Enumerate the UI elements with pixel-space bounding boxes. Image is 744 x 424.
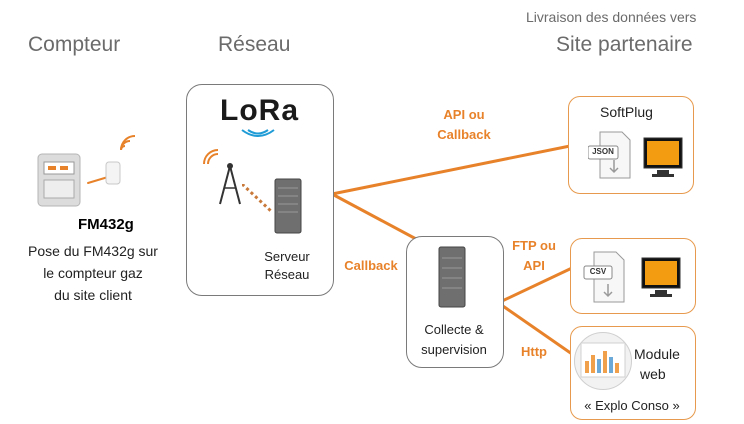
collecte-label-line2: supervision bbox=[421, 342, 487, 357]
label-api-callback: API ou Callback bbox=[424, 105, 504, 145]
lora-logo: LoRa bbox=[220, 94, 299, 128]
link-reseau-collecte bbox=[330, 192, 420, 242]
label-ftp-api-line1: FTP ou bbox=[512, 238, 556, 253]
lora-waves-icon bbox=[236, 128, 280, 140]
fm432g-sensor-icon bbox=[104, 160, 122, 186]
server-label-line2: Réseau bbox=[264, 267, 310, 282]
module-web-line1: Module bbox=[634, 346, 680, 362]
server-label-line1: Serveur bbox=[264, 249, 310, 264]
reseau-box bbox=[186, 84, 334, 296]
wifi-signal-icon bbox=[118, 134, 138, 154]
module-web-label: Module web bbox=[634, 344, 680, 384]
collecte-label-line1: Collecte & bbox=[424, 322, 484, 337]
label-ftp-api-line2: API bbox=[523, 258, 545, 273]
collecte-label: Collecte & supervision bbox=[408, 320, 500, 360]
module-web-line2: web bbox=[640, 366, 666, 382]
gas-meter-icon bbox=[34, 150, 86, 210]
explo-conso-screenshot-icon bbox=[574, 332, 632, 390]
link-collecte-module bbox=[498, 302, 574, 356]
column-subtitle-livraison: Livraison des données vers bbox=[526, 9, 697, 25]
column-title-compteur: Compteur bbox=[28, 33, 121, 56]
device-desc-line1: Pose du FM432g sur bbox=[28, 243, 158, 259]
label-api-callback-line1: API ou bbox=[443, 107, 485, 122]
link-reseau-softplug bbox=[330, 144, 572, 196]
network-server-icon bbox=[274, 178, 302, 234]
collecte-server-icon bbox=[438, 246, 466, 308]
link-collecte-csv bbox=[498, 266, 574, 304]
device-name: FM432g bbox=[78, 216, 134, 233]
label-api-callback-line2: Callback bbox=[437, 127, 491, 142]
label-ftp-api: FTP ou API bbox=[506, 236, 562, 276]
json-tag: JSON bbox=[592, 147, 614, 156]
column-title-site-partenaire: Site partenaire bbox=[556, 33, 693, 56]
device-description: Pose du FM432g sur le compteur gaz du si… bbox=[18, 240, 168, 306]
device-desc-line2: le compteur gaz bbox=[43, 265, 143, 281]
monitor-icon-csv bbox=[640, 256, 682, 300]
softplug-title: SoftPlug bbox=[600, 104, 653, 120]
csv-file-icon: CSV bbox=[582, 250, 626, 304]
link-meter-device bbox=[87, 176, 109, 184]
device-desc-line3: du site client bbox=[54, 287, 132, 303]
server-label: Serveur Réseau bbox=[248, 248, 326, 284]
label-callback: Callback bbox=[344, 258, 398, 273]
label-http: Http bbox=[521, 344, 547, 359]
column-title-reseau: Réseau bbox=[218, 33, 291, 56]
lora-logo-text: LoRa bbox=[220, 94, 299, 127]
antenna-tower-icon bbox=[202, 146, 250, 208]
monitor-icon bbox=[642, 136, 684, 180]
csv-tag: CSV bbox=[589, 267, 607, 276]
json-file-icon: JSON bbox=[588, 130, 632, 180]
radio-link-icon bbox=[242, 184, 274, 214]
module-web-name: « Explo Conso » bbox=[584, 398, 680, 413]
